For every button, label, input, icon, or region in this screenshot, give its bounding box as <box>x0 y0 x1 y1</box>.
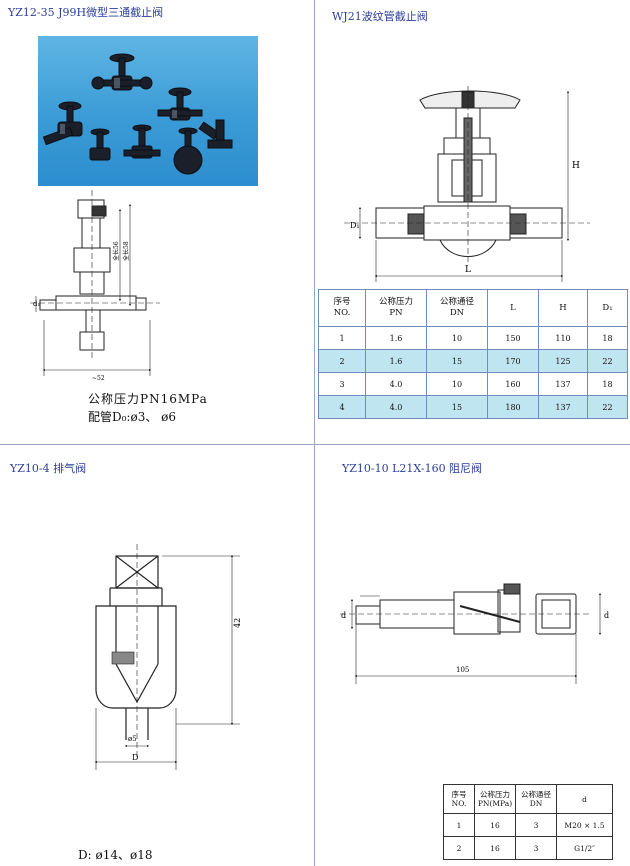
vertical-divider <box>314 0 315 866</box>
product-photo <box>38 36 258 186</box>
cell: 4.0 <box>365 395 427 419</box>
table-row: 2 16 3 G1/2″ <box>443 836 613 860</box>
vent-valve-drawing <box>94 544 240 770</box>
th-no: 序号 NO. <box>443 784 475 814</box>
cell: 2 <box>318 349 366 373</box>
cell: 3 <box>318 372 366 396</box>
dim-height-1: 全长56 <box>112 241 120 261</box>
cell: 10 <box>426 372 488 396</box>
cell: 1.6 <box>365 349 427 373</box>
cell: 15 <box>426 395 488 419</box>
horizontal-divider <box>0 444 630 445</box>
dim-d-left: d <box>341 611 346 620</box>
cell: 170 <box>487 349 539 373</box>
table-row: 4 4.0 15 180 137 22 <box>318 395 628 419</box>
cell: 10 <box>426 326 488 350</box>
th-d1: D₁ <box>587 289 628 327</box>
bellows-valve-drawing <box>344 86 590 282</box>
valve-photo-illustration <box>42 53 233 175</box>
title-damping-valve: YZ10-10 L21X-160 阻尼阀 <box>342 462 483 475</box>
dim-phi5: ø5 <box>128 735 137 743</box>
cell: 150 <box>487 326 539 350</box>
cell: 18 <box>587 372 628 396</box>
th-l: L <box>487 289 539 327</box>
cell: 22 <box>587 349 628 373</box>
cell: G1/2″ <box>556 836 613 860</box>
dim-d1-left: d₁ <box>33 300 40 308</box>
bellows-valve-spec-table: 序号 NO. 公称压力 PN 公称通径 DN L H D₁ 1 1.6 10 1… <box>318 289 628 419</box>
cell: 3 <box>515 813 557 837</box>
dim-d1: D₁ <box>350 221 360 230</box>
cell: 15 <box>426 349 488 373</box>
cell: 137 <box>538 372 588 396</box>
table-row: 1 16 3 M20 × 1.5 <box>443 813 613 837</box>
th-dn: 公称通径 DN <box>515 784 557 814</box>
d-size-note: D: ø14、ø18 <box>78 848 153 862</box>
dim-d-right: d <box>604 611 609 620</box>
th-d: d <box>556 784 613 814</box>
pipe-note: 配管D₀:ø3、 ø6 <box>88 410 177 424</box>
dim-h: H <box>572 161 580 171</box>
cell: 4.0 <box>365 372 427 396</box>
cell: 160 <box>487 372 539 396</box>
table-row: 3 4.0 10 160 137 18 <box>318 372 628 396</box>
cell: 125 <box>538 349 588 373</box>
dim-height-2: 全长58 <box>122 241 130 261</box>
dim-d-outer: D <box>132 753 138 762</box>
cell: 16 <box>474 813 516 837</box>
damping-valve-spec-table: 序号 NO. 公称压力 PN(MPa) 公称通径 DN d 1 16 3 M20… <box>443 784 613 860</box>
three-way-valve-drawing <box>30 190 160 376</box>
cell: 1 <box>318 326 366 350</box>
damping-valve-drawing <box>340 583 602 684</box>
th-dn: 公称通径 DN <box>426 289 488 327</box>
cell: 4 <box>318 395 366 419</box>
cell: 16 <box>474 836 516 860</box>
cell: 180 <box>487 395 539 419</box>
cell: M20 × 1.5 <box>556 813 613 837</box>
dim-l: L <box>465 265 471 275</box>
cell: 1 <box>443 813 475 837</box>
cell: 2 <box>443 836 475 860</box>
table-row: 2 1.6 15 170 125 22 <box>318 349 628 373</box>
cell: 110 <box>538 326 588 350</box>
dim-105: 105 <box>456 666 469 674</box>
th-pn: 公称压力 PN <box>365 289 427 327</box>
th-no: 序号 NO. <box>318 289 366 327</box>
cell: 3 <box>515 836 557 860</box>
title-bellows-valve: WJ21波纹管截止阀 <box>332 10 428 23</box>
title-vent-valve: YZ10-4 排气阀 <box>10 462 87 475</box>
cell: 137 <box>538 395 588 419</box>
pressure-note: 公称压力PN16MPa <box>88 392 208 406</box>
title-three-way-valve: YZ12-35 J99H微型三通截止阀 <box>8 6 164 19</box>
th-pn: 公称压力 PN(MPa) <box>474 784 516 814</box>
cell: 1.6 <box>365 326 427 350</box>
dim-42: 42 <box>233 618 242 628</box>
cell: 18 <box>587 326 628 350</box>
dim-width-52: ~52 <box>92 375 105 382</box>
th-h: H <box>538 289 588 327</box>
cell: 22 <box>587 395 628 419</box>
table-row: 1 1.6 10 150 110 18 <box>318 326 628 350</box>
